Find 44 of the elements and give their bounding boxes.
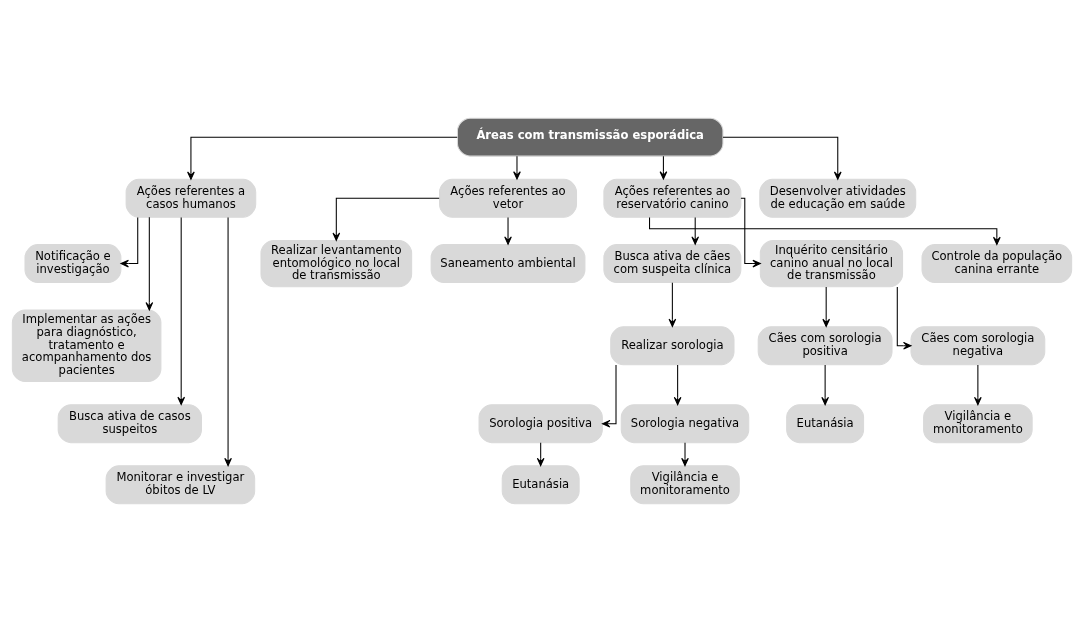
arrow [681,441,689,466]
node-box: Ações referentes ao vetor [439,178,578,218]
node-box: Realizar levantamento entomológico no local de transmissão [260,239,413,287]
arrow [224,216,232,466]
node-box: Realizar sorologia [610,325,735,365]
arrow [332,197,440,241]
arrow [659,155,668,180]
node-box: Busca ativa de casos suspeitos [57,403,202,443]
arrow [513,155,521,180]
node-box: Monitorar e investigar óbitos de LV [105,464,256,504]
arrow [722,136,842,180]
arrow [896,285,912,350]
node-box: Eutanásia [501,464,580,504]
node-box: Saneamento ambiental [430,243,586,283]
node-box: Sorologia positiva [478,403,603,443]
node-box: Sorologia negativa [620,403,750,443]
arrow [821,364,829,405]
node-box: Vigilância e monitoramento [923,403,1033,443]
node-box: Controle da população canina errante [921,243,1073,283]
arrow [145,216,154,310]
node-box: Ações referentes ao reservatório canino [603,178,742,218]
arrow [187,136,458,180]
node-box: Desenvolver atividades de educação em saúde [759,178,917,218]
node-box: Cães com sorologia positiva [757,325,893,365]
arrow [668,281,677,327]
node-box: Busca ativa de cães com suspeita clínica [603,243,742,283]
arrow [504,216,512,245]
node-box: Eutanásia [786,403,865,443]
arrow [536,441,545,466]
node-box: Cães com sorologia negativa [910,325,1046,365]
node-box: Áreas com transmissão esporádica [456,117,724,157]
arrow [822,285,830,327]
arrow [673,364,682,405]
node-box: Notificação e investigação [24,243,122,283]
node-box: Implementar as ações para diagnóstico, tratamento e acompanhamento dos pacientes [11,308,162,382]
node-box: Ações referentes a casos humanos [125,178,257,218]
arrow [120,216,139,267]
arrow [691,216,700,245]
arrow [177,216,186,405]
node-box: Inquérito censitário canino anual no local de transmissão [759,239,904,287]
arrow [740,197,761,267]
arrow [602,364,617,428]
arrow [974,364,982,405]
node-box: Vigilância e monitoramento [630,464,740,504]
